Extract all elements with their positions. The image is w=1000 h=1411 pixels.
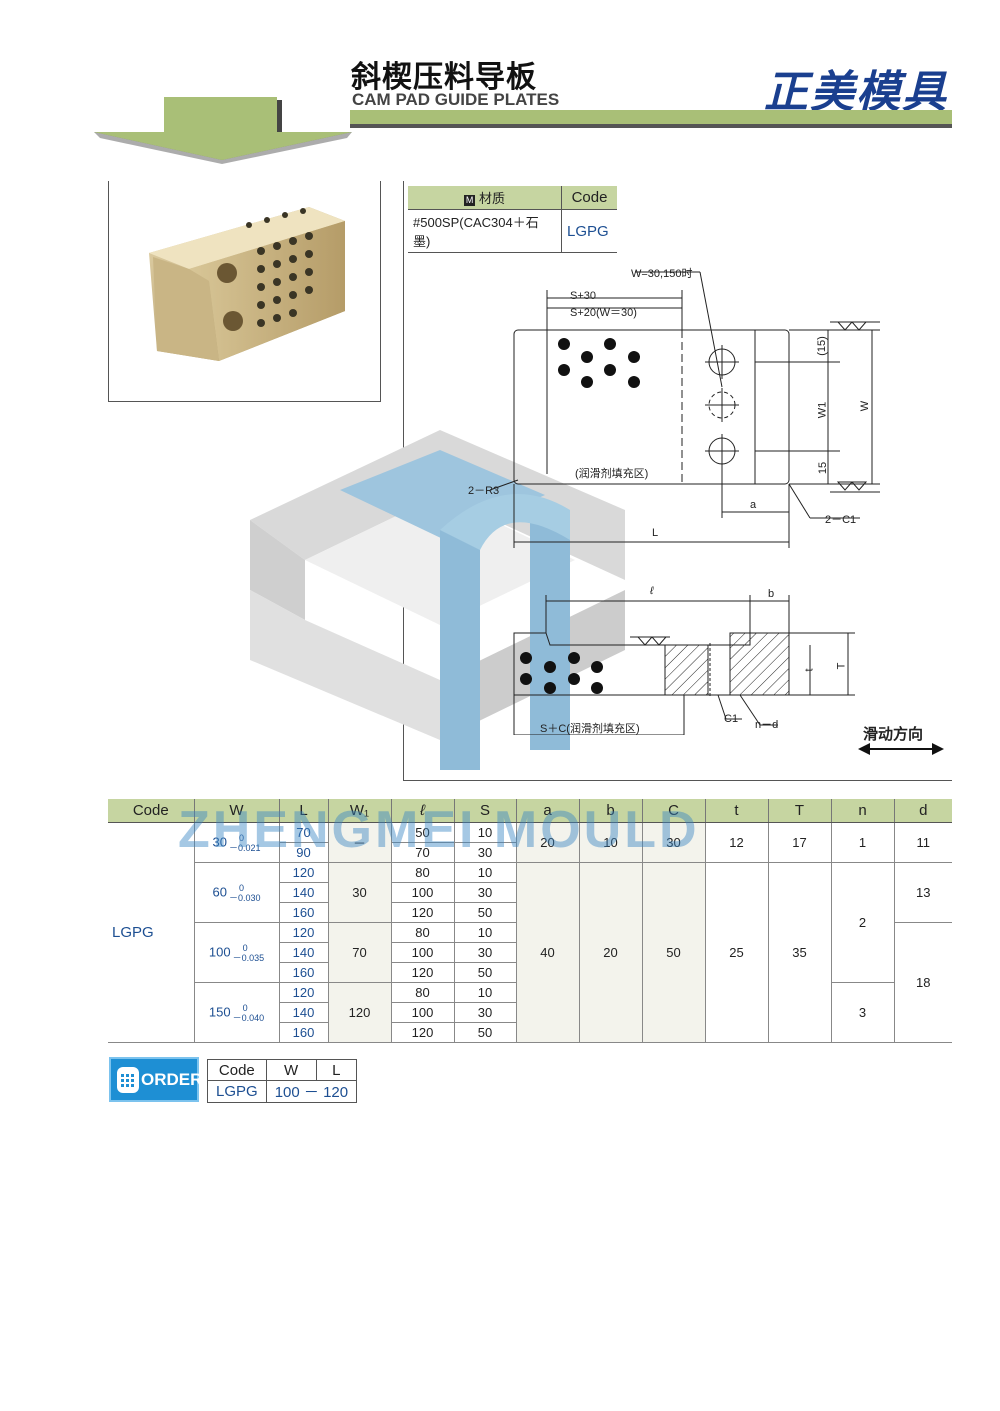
dim-a: a <box>750 499 757 511</box>
dim-b: b <box>768 588 775 600</box>
background-logo-decoration <box>250 430 625 770</box>
col-T: T <box>767 799 831 823</box>
header-bar <box>350 110 952 126</box>
dim-sc-lube: S＋C(润滑剂填充区) <box>540 723 640 735</box>
drawing-frame-bottom <box>403 780 952 781</box>
code-cell: LGPG <box>108 822 194 1043</box>
table-row: 140 100 30 <box>108 1002 952 1023</box>
material-header: M 材质 <box>408 186 562 210</box>
col-a: a <box>515 799 579 823</box>
order-label: ORDER <box>141 1070 203 1089</box>
code-value: LGPG <box>561 209 617 253</box>
dim-15: 15 <box>817 461 830 475</box>
dim-nd: n－d <box>755 719 779 731</box>
dim-c1: C1 <box>724 713 739 725</box>
material-icon: M <box>463 195 476 206</box>
dim-w1: W1 <box>816 401 829 419</box>
order-example-table: Code W L LGPG 100 － 120 <box>207 1059 358 1103</box>
side-view-drawing <box>513 595 855 735</box>
dim-s30: S+30 <box>570 290 596 302</box>
col-d: d <box>893 799 952 823</box>
dim-15-top: (15) <box>815 336 828 356</box>
col-s: S <box>453 799 516 823</box>
product-photo-frame <box>108 181 381 402</box>
col-w: W <box>193 799 279 823</box>
double-arrow-icon <box>858 743 944 755</box>
table-row: 140 100 30 <box>108 882 952 903</box>
dim-L: L <box>652 527 659 539</box>
header-bar-shadow <box>350 124 952 128</box>
lube-area-label: (润滑剂填充区) <box>575 468 649 480</box>
page-subtitle: CAM PAD GUIDE PLATES <box>352 90 560 109</box>
page-title: 斜楔压料导板 <box>351 60 537 95</box>
header-arrow-decoration <box>94 97 352 164</box>
col-l: L <box>278 799 328 823</box>
table-row: 160 120 50 <box>108 902 952 923</box>
dim-l: ℓ <box>650 585 654 597</box>
table-header-row: Code W L W₁ ℓ S a b C t T n d <box>108 799 952 823</box>
col-n: n <box>830 799 894 823</box>
table-row: 140 100 30 <box>108 942 952 963</box>
slide-direction-label: 滑动方向 <box>863 726 924 743</box>
dim-2c1: 2－C1 <box>825 514 857 526</box>
brand-logo: 正美模具 <box>764 67 948 118</box>
watermark: ZHENGMEI MOULD <box>178 801 700 859</box>
dim-T: T <box>835 662 848 670</box>
table-row: 160 120 50 <box>108 1022 952 1043</box>
table-row: 90 70 30 <box>108 842 952 863</box>
col-ell: ℓ <box>390 799 454 823</box>
product-photo <box>149 207 345 361</box>
dim-r3: 2－R3 <box>468 485 500 497</box>
order-badge: ORDER <box>109 1057 203 1102</box>
col-t: t <box>704 799 768 823</box>
col-w1: W₁ <box>327 799 391 823</box>
col-code: Code <box>108 799 194 823</box>
phone-icon <box>117 1067 139 1093</box>
material-value: #500SP(CAC304＋石墨) <box>408 209 562 253</box>
dim-t: t <box>803 668 816 672</box>
w-note: W=30,150时 <box>631 268 693 280</box>
top-view-drawing <box>489 271 880 548</box>
table-row: 160 120 50 <box>108 962 952 983</box>
dim-s20: S+20(W＝30) <box>570 307 637 319</box>
material-table: M 材质 Code #500SP(CAC304＋石墨) LGPG <box>408 186 617 253</box>
code-header: Code <box>561 186 617 210</box>
col-b: b <box>578 799 642 823</box>
dim-w: W <box>859 400 872 412</box>
col-c: C <box>641 799 705 823</box>
